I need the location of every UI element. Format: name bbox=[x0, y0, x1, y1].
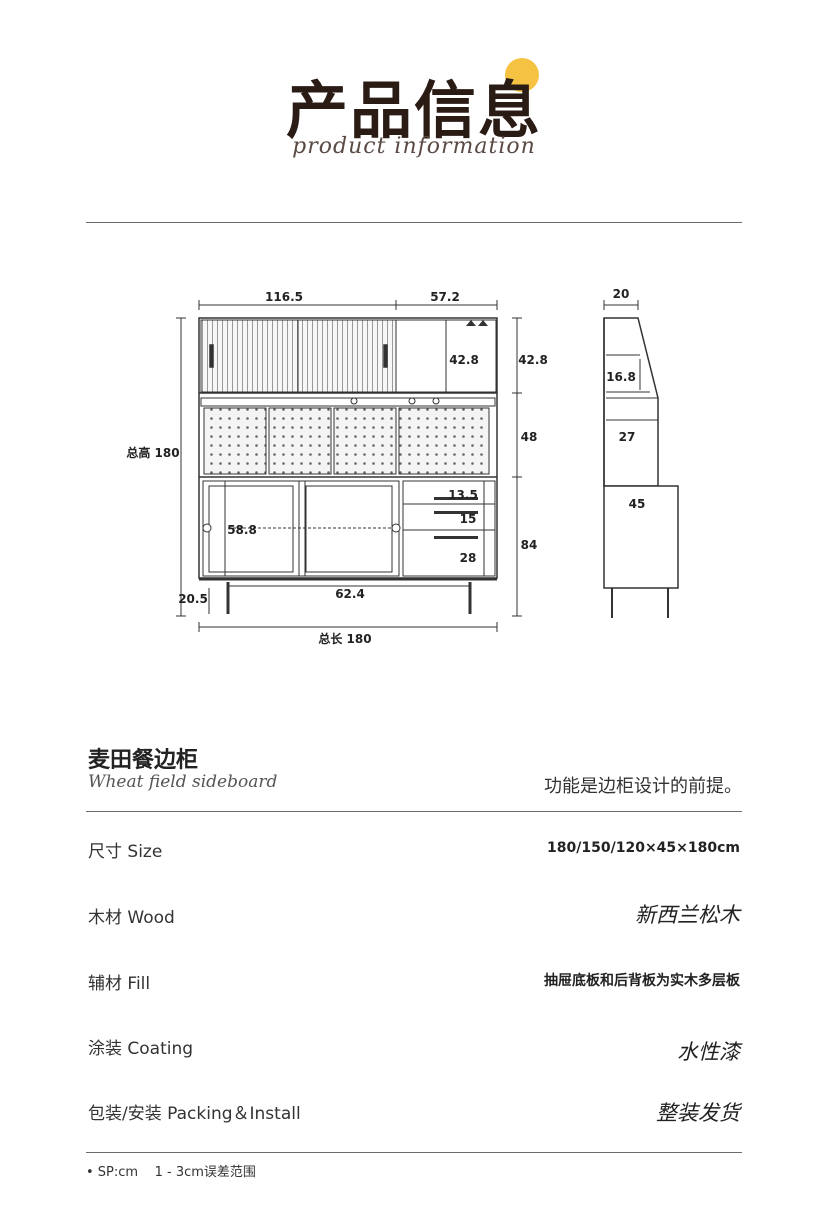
product-name-english: Wheat field sideboard bbox=[88, 772, 278, 792]
dim-top-height: 42.8 bbox=[518, 353, 548, 367]
spec-label-fill: 辅材 Fill bbox=[88, 974, 151, 994]
dim-inner-width: 62.4 bbox=[335, 587, 365, 601]
dim-total-height: 总高 180 bbox=[126, 445, 179, 460]
spec-label-size: 尺寸 Size bbox=[88, 842, 163, 862]
title-accent-dot bbox=[505, 58, 539, 92]
dim-inner-height: 58.8 bbox=[227, 523, 257, 537]
dim-side-top-depth: 20 bbox=[613, 287, 630, 301]
spec-value-wood: 新西兰松木 bbox=[635, 903, 740, 927]
dimension-diagram: 116.5 57.2 42.8 42.8 48 84 总高 180 13.5 1… bbox=[126, 287, 679, 646]
dim-top-right-inner-height: 42.8 bbox=[449, 353, 479, 367]
dim-side-shelf-height: 16.8 bbox=[606, 370, 636, 384]
page-subtitle: product information bbox=[292, 134, 536, 159]
page-title: 产品信息 bbox=[285, 74, 542, 147]
spec-divider-bottom bbox=[86, 1152, 742, 1153]
footnote: • SP:cm 1 - 3cm误差范围 bbox=[86, 1165, 256, 1180]
spec-label-wood: 木材 Wood bbox=[88, 908, 175, 928]
spec-value-size: 180/150/120×45×180cm bbox=[547, 840, 740, 856]
spec-value-fill: 抽屉底板和后背板为实木多层板 bbox=[544, 973, 740, 989]
drawer-stack bbox=[402, 480, 496, 577]
dim-drawer-1: 13.5 bbox=[448, 488, 478, 502]
dim-total-length: 总长 180 bbox=[318, 631, 371, 646]
front-view bbox=[176, 300, 522, 632]
dim-drawer-3: 28 bbox=[460, 551, 477, 565]
spec-label-coating: 涂装 Coating bbox=[88, 1039, 194, 1059]
dim-middle-height: 48 bbox=[521, 430, 538, 444]
dim-top-right-width: 57.2 bbox=[430, 290, 460, 304]
dim-side-middle-height: 27 bbox=[619, 430, 636, 444]
dim-leg-height: 20.5 bbox=[178, 592, 208, 606]
spec-value-coating: 水性漆 bbox=[677, 1040, 740, 1064]
spec-divider-top bbox=[86, 811, 742, 812]
product-name: 麦田餐边柜 bbox=[88, 748, 199, 773]
dim-side-bottom-depth: 45 bbox=[629, 497, 646, 511]
product-tagline: 功能是边柜设计的前提。 bbox=[544, 776, 742, 797]
side-view bbox=[603, 300, 679, 618]
header-divider bbox=[86, 222, 742, 223]
spec-label-packing: 包装/安装 Packing＆Install bbox=[88, 1104, 301, 1124]
spec-value-packing: 整装发货 bbox=[656, 1101, 740, 1125]
dim-top-left-width: 116.5 bbox=[265, 290, 303, 304]
dim-drawer-2: 15 bbox=[460, 512, 477, 526]
dim-bottom-height: 84 bbox=[521, 538, 538, 552]
